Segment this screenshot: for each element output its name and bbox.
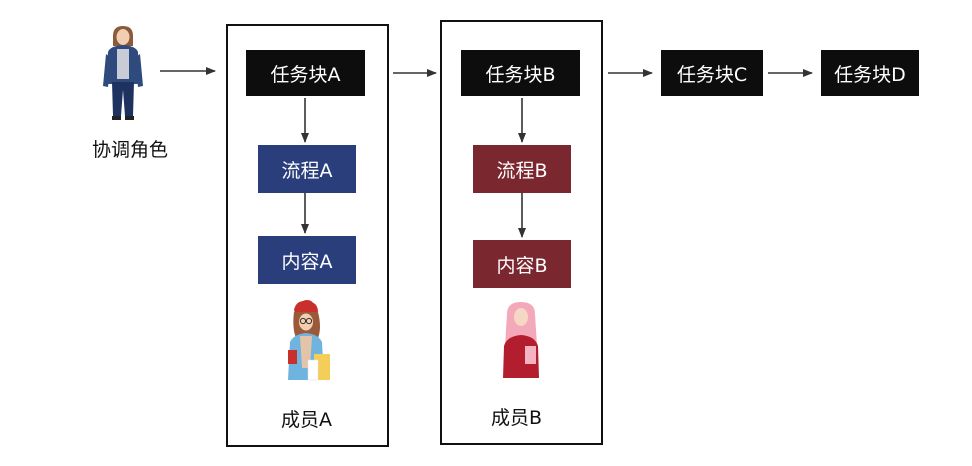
- member-a-person-icon: [288, 300, 330, 381]
- task-block-d[interactable]: 任务块D: [821, 50, 919, 96]
- member-a-label: 成员A: [281, 409, 332, 431]
- task-block-b[interactable]: 任务块B: [461, 50, 580, 96]
- content-a-box[interactable]: 内容A: [258, 236, 356, 284]
- task-block-c[interactable]: 任务块C: [661, 50, 763, 96]
- coordinator-person-icon: [103, 26, 143, 120]
- process-b-box[interactable]: 流程B: [473, 145, 571, 193]
- process-a-box[interactable]: 流程A: [258, 145, 356, 193]
- content-b-box[interactable]: 内容B: [473, 240, 571, 288]
- member-b-label: 成员B: [491, 407, 543, 429]
- member-b-person-icon: [503, 302, 539, 378]
- task-block-a[interactable]: 任务块A: [246, 50, 365, 96]
- coordinator-label: 协调角色: [92, 139, 169, 161]
